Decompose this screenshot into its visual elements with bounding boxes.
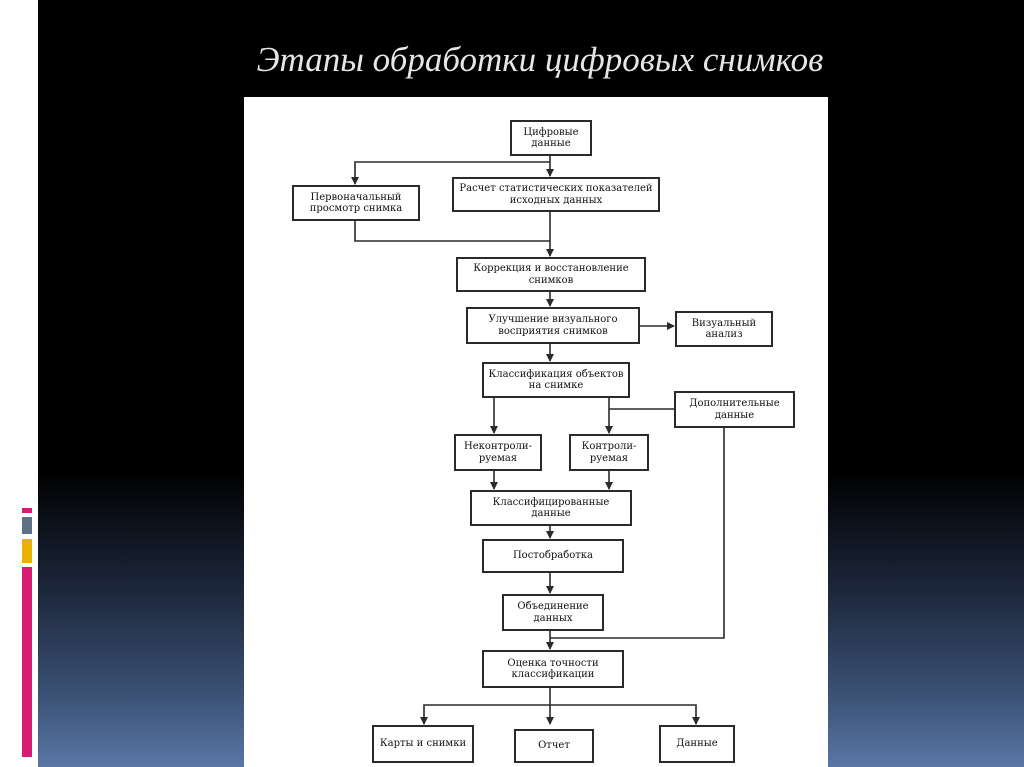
box-digital-data: Цифровые данные — [510, 120, 592, 156]
box-additional-data: Дополнительные данные — [674, 391, 795, 428]
box-unsupervised: Неконтроли-руемая — [454, 434, 542, 471]
left-edge-strip — [0, 0, 38, 767]
arrow-accuracy-to-data — [550, 704, 700, 725]
accent-bar-pink-long — [22, 567, 32, 757]
flowchart: Цифровые данные Первоначальный просмотр … — [244, 97, 828, 767]
box-maps: Карты и снимки — [372, 725, 474, 763]
arrow-initial-view-join — [354, 221, 550, 242]
box-correction: Коррекция и восстановление снимков — [456, 257, 646, 292]
box-accuracy: Оценка точности классификации — [482, 650, 624, 688]
box-merging: Объединение данных — [502, 594, 604, 631]
arrow-data-to-initial-view — [351, 161, 550, 185]
accent-bar-pink-top — [22, 508, 32, 513]
arrow-accuracy-to-maps — [420, 704, 550, 725]
connector-arrows — [351, 156, 725, 725]
accent-bar-slate — [22, 517, 32, 534]
box-supervised: Контроли-руемая — [569, 434, 649, 471]
slide-title: Этапы обработки цифровых снимков — [256, 40, 824, 79]
box-data-output: Данные — [659, 725, 735, 763]
box-postprocessing: Постобработка — [482, 539, 624, 573]
line-additional-to-accuracy — [550, 428, 725, 639]
box-visual-analysis: Визуальный анализ — [675, 311, 773, 347]
box-enhancement: Улучшение визуального восприятия снимков — [466, 307, 640, 344]
box-classification: Классификация объектов на снимке — [482, 362, 630, 398]
box-statistics: Расчет статистических показателей исходн… — [452, 177, 660, 212]
box-report: Отчет — [514, 729, 594, 763]
accent-bar-yellow — [22, 539, 32, 563]
box-initial-view: Первоначальный просмотр снимка — [292, 185, 420, 221]
box-classified-data: Классифицированные данные — [470, 490, 632, 526]
